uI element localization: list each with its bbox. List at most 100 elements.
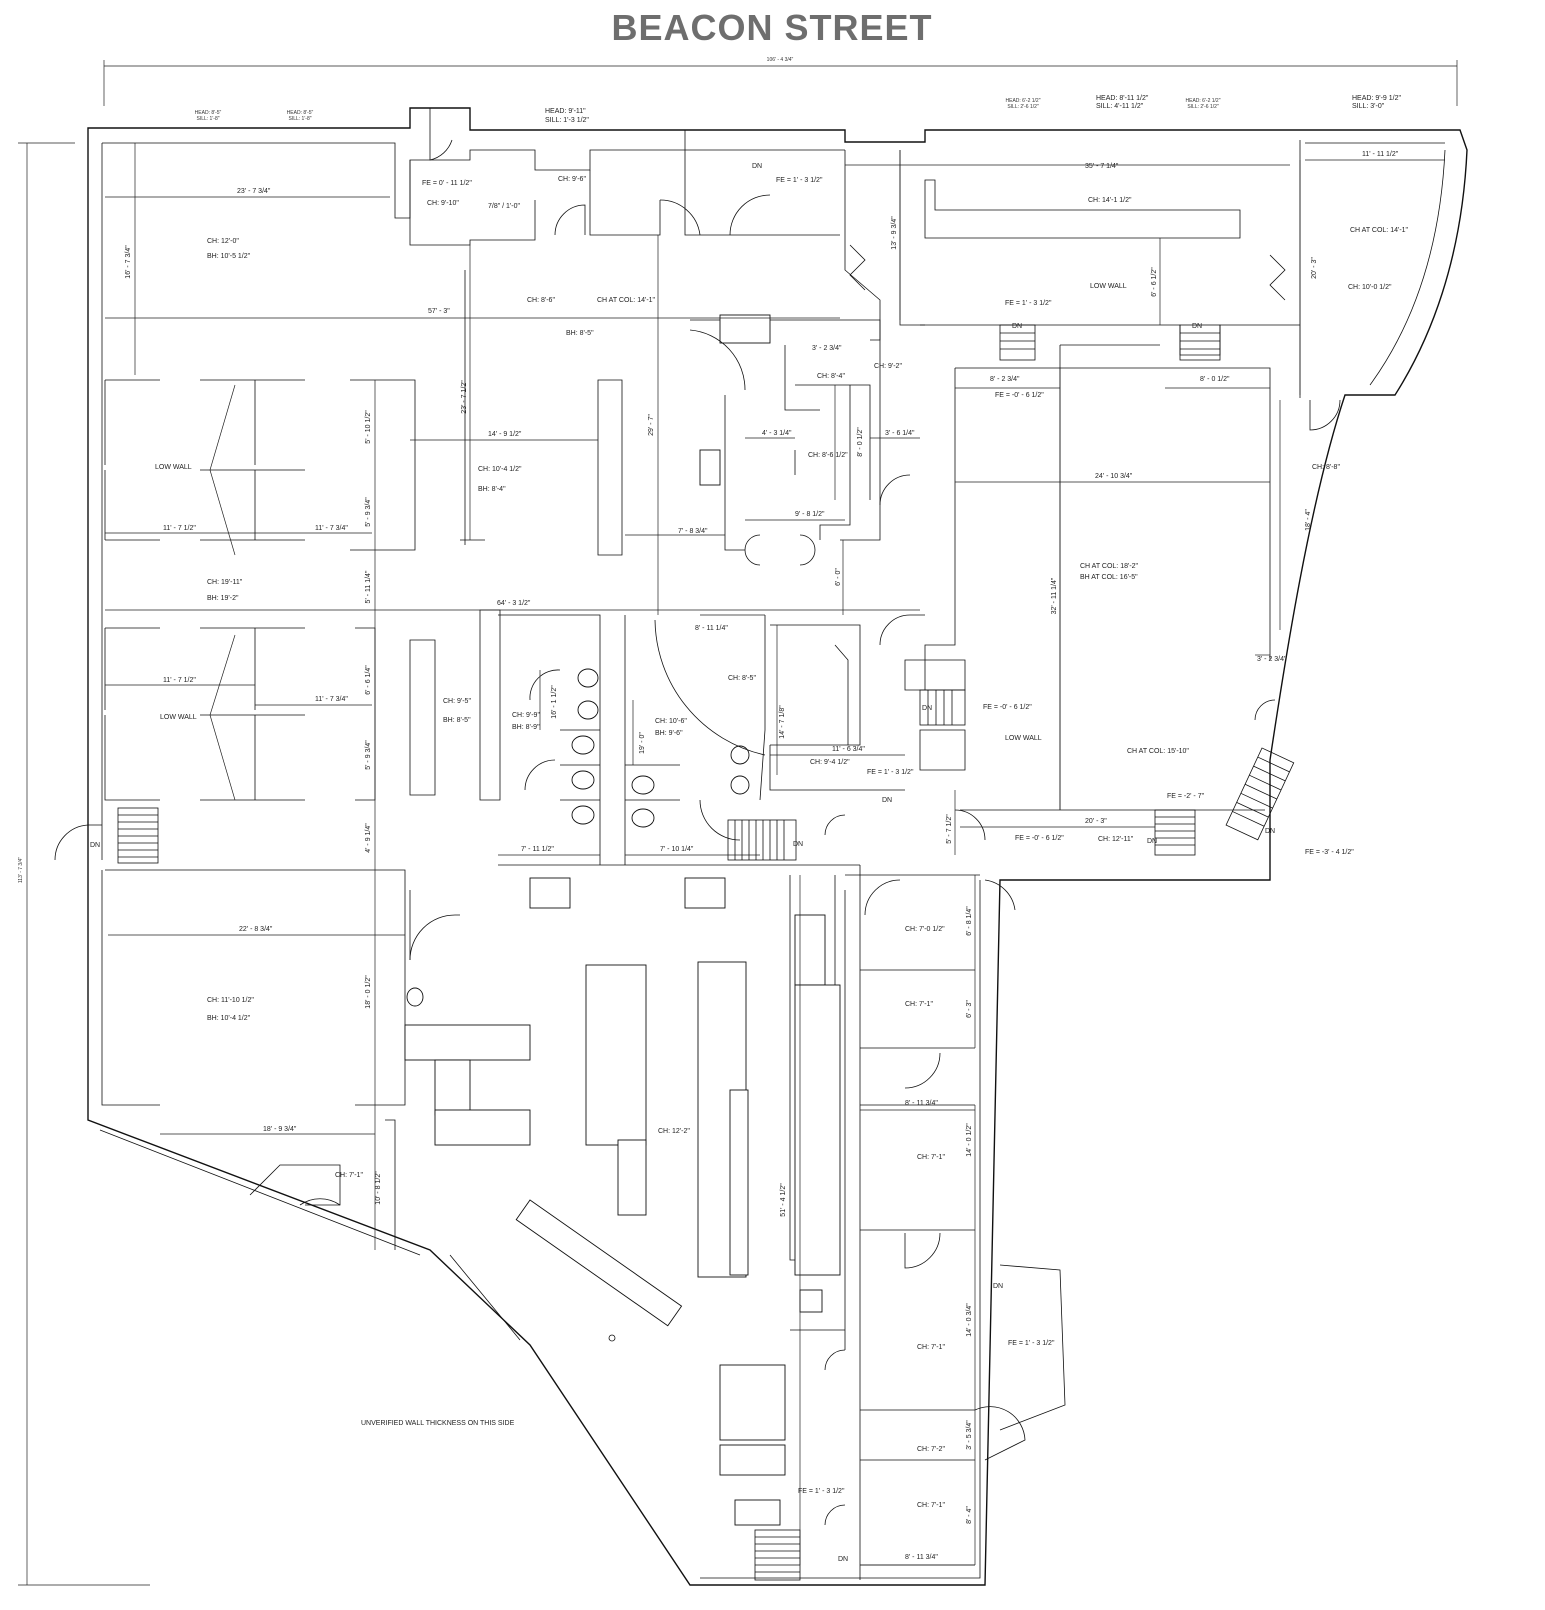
stair-south — [754, 1529, 801, 1581]
label-fe-neg-6c: FE = -0' - 6 1/2" — [1015, 835, 1064, 842]
plan-labels: FE = 0' - 11 1/2" CH: 9'-10" 7/8" / 1'-0… — [125, 151, 1409, 1561]
label-ch-12-0: CH: 12'-0" — [207, 238, 239, 245]
label-dim-23-7: 23' - 7 3/4" — [237, 188, 271, 195]
label-dim-3-6: 3' - 6 1/4" — [885, 430, 915, 437]
label-low-wall-a: LOW WALL — [1090, 283, 1127, 290]
label-dim-5-11: 5' - 11 1/4" — [365, 570, 372, 603]
label-dim-7-8: 7/8" / 1'-0" — [488, 203, 521, 210]
label-dim-6-8: 6' - 8 1/4" — [966, 906, 973, 936]
window-7-sill: SILL: 3'-0" — [1352, 103, 1385, 110]
stair-southeast — [1225, 747, 1295, 841]
stair-east — [1154, 809, 1196, 856]
label-dim-22-8: 22' - 8 3/4" — [239, 926, 273, 933]
label-dim-14-7: 14' - 7 1/8" — [779, 705, 786, 739]
label-bh-9-6: BH: 9'-6" — [655, 730, 683, 737]
bathroom-fixtures — [406, 668, 750, 1007]
label-dim-23-7v: 23' - 7 1/2" — [461, 380, 468, 414]
label-dim-3-2a: 3' - 2 3/4" — [812, 345, 842, 352]
label-dim-11-7c: 11' - 7 1/2" — [163, 677, 196, 684]
window-2-head: HEAD: 8'-5" — [287, 110, 314, 116]
label-dim-19-0: 19' - 0" — [639, 732, 646, 754]
label-low-wall-b: LOW WALL — [155, 464, 192, 471]
dn-marker-2: DN — [1012, 323, 1022, 330]
label-unverified: UNVERIFIED WALL THICKNESS ON THIS SIDE — [361, 1420, 515, 1427]
label-fe-neg-3: FE = -3' - 4 1/2" — [1305, 849, 1354, 856]
window-7-head: HEAD: 9'-9 1/2" — [1352, 95, 1401, 102]
window-3-sill: SILL: 1'-3 1/2" — [545, 117, 589, 124]
label-dim-8-4: 8' - 4" — [966, 1506, 973, 1524]
stair-north-a — [999, 324, 1036, 361]
label-dim-5-10: 5' - 10 1/2" — [365, 410, 372, 444]
label-dim-6-3: 6' - 3" — [966, 1000, 973, 1018]
label-ch-9-5: CH: 9'-5" — [443, 698, 471, 705]
label-dim-3-5: 3' - 5 3/4" — [966, 1420, 973, 1450]
label-dim-3-2b: 3' - 2 3/4" — [1257, 656, 1287, 663]
label-dim-11-6: 11' - 6 3/4" — [832, 746, 865, 753]
label-dim-57-3: 57' - 3" — [428, 308, 450, 315]
label-ch-9-2: CH: 9'-2" — [874, 363, 902, 370]
label-fe-0-11: FE = 0' - 11 1/2" — [422, 180, 472, 187]
label-dim-7-10: 7' - 10 1/4" — [660, 846, 694, 853]
dn-marker-1: DN — [752, 163, 762, 170]
label-ch-7-1b: CH: 7'-1" — [917, 1154, 945, 1161]
label-ch-7-1e: CH: 7'-1" — [917, 1502, 945, 1509]
label-ch-12-2: CH: 12'-2" — [658, 1128, 690, 1135]
label-bh-10-5: BH: 10'-5 1/2" — [207, 253, 251, 260]
label-dim-14-0b: 14' - 0 3/4" — [966, 1303, 973, 1337]
stair-mid-east — [919, 689, 966, 726]
label-ch-col-14a: CH AT COL: 14'-1" — [597, 297, 656, 304]
interior-dimensions — [105, 143, 1445, 1566]
label-ch-col-14b: CH AT COL: 14'-1" — [1350, 227, 1409, 234]
label-bh-col-16: BH AT COL: 16'-5" — [1080, 574, 1138, 581]
stairs — [117, 324, 1295, 1581]
label-dim-35-7: 35' - 7 1/4" — [1085, 163, 1119, 170]
label-fe-1-3d: FE = 1' - 3 1/2" — [1008, 1340, 1055, 1347]
label-ch-8-6b: CH: 8'-6 1/2" — [808, 452, 848, 459]
label-dim-6-6b: 6' - 6 1/4" — [365, 665, 372, 695]
label-dim-14-9: 14' - 9 1/2" — [488, 431, 522, 438]
label-dim-16-7: 16' - 7 3/4" — [125, 245, 132, 279]
dn-markers: DN DN DN DN DN DN DN DN DN DN DN — [90, 163, 1275, 1563]
label-ch-9-4: CH: 9'-4 1/2" — [810, 759, 850, 766]
label-fe-1-3e: FE = 1' - 3 1/2" — [798, 1488, 845, 1495]
label-ch-7-1d: CH: 7'-1" — [917, 1344, 945, 1351]
label-ch-10-6: CH: 10'-6" — [655, 718, 687, 725]
label-ch-col-18: CH AT COL: 18'-2" — [1080, 563, 1139, 570]
label-dim-11-7d: 11' - 7 3/4" — [315, 696, 348, 703]
label-dim-18-4: 18' - 4" — [1305, 509, 1312, 531]
label-ch-8-8: CH: 8'-8" — [1312, 464, 1340, 471]
label-dim-8-11b: 8' - 11 3/4" — [905, 1100, 938, 1107]
label-dim-7-11: 7' - 11 1/2" — [521, 846, 554, 853]
label-bh-19-2: BH: 19'-2" — [207, 595, 239, 602]
label-dim-10-8: 10' - 8 1/2" — [375, 1171, 382, 1205]
window-4-head: HEAD: 6'-2 1/2" — [1006, 98, 1041, 104]
label-fe-1-3b: FE = 1' - 3 1/2" — [1005, 300, 1052, 307]
window-1-head: HEAD: 8'-5" — [195, 110, 222, 116]
label-bh-8-4: BH: 8'-4" — [478, 486, 506, 493]
label-dim-16-1: 16' - 1 1/2" — [551, 685, 558, 719]
label-ch-11-10: CH: 11'-10 1/2" — [207, 997, 254, 1004]
label-dim-8-0v: 8' - 0 1/2" — [857, 427, 864, 457]
label-dim-6-0: 6' - 0" — [835, 568, 842, 586]
dn-marker-6: DN — [90, 842, 100, 849]
dn-marker-10: DN — [993, 1283, 1003, 1290]
label-dim-5-9b: 5' - 9 3/4" — [365, 740, 372, 770]
label-dim-8-2: 8' - 2 3/4" — [990, 376, 1020, 383]
label-dim-5-7: 5' - 7 1/2" — [946, 814, 953, 844]
label-dim-20-3: 20' - 3" — [1085, 818, 1107, 825]
label-ch-8-5: CH: 8'-5" — [728, 675, 756, 682]
label-bh-8-9: BH: 8'-9" — [512, 724, 540, 731]
street-title: BEACON STREET — [611, 7, 932, 48]
overall-height-dimension: 113' - 7 3/4" — [18, 142, 150, 1586]
label-fe-neg-2: FE = -2' - 7" — [1167, 793, 1205, 800]
label-dim-64-3: 64' - 3 1/2" — [497, 600, 531, 607]
label-ch-7-1c: CH: 7'-1" — [335, 1172, 363, 1179]
window-2-sill: SILL: 1'-8" — [288, 116, 311, 122]
window-3-head: HEAD: 9'-11" — [545, 108, 586, 115]
label-ch-14-1: CH: 14'-1 1/2" — [1088, 197, 1132, 204]
label-ch-9-10: CH: 9'-10" — [427, 200, 459, 207]
window-1-sill: SILL: 1'-8" — [196, 116, 219, 122]
window-notes: HEAD: 8'-5" SILL: 1'-8" HEAD: 8'-5" SILL… — [195, 95, 1402, 124]
label-dim-11-7b: 11' - 7 3/4" — [315, 525, 348, 532]
